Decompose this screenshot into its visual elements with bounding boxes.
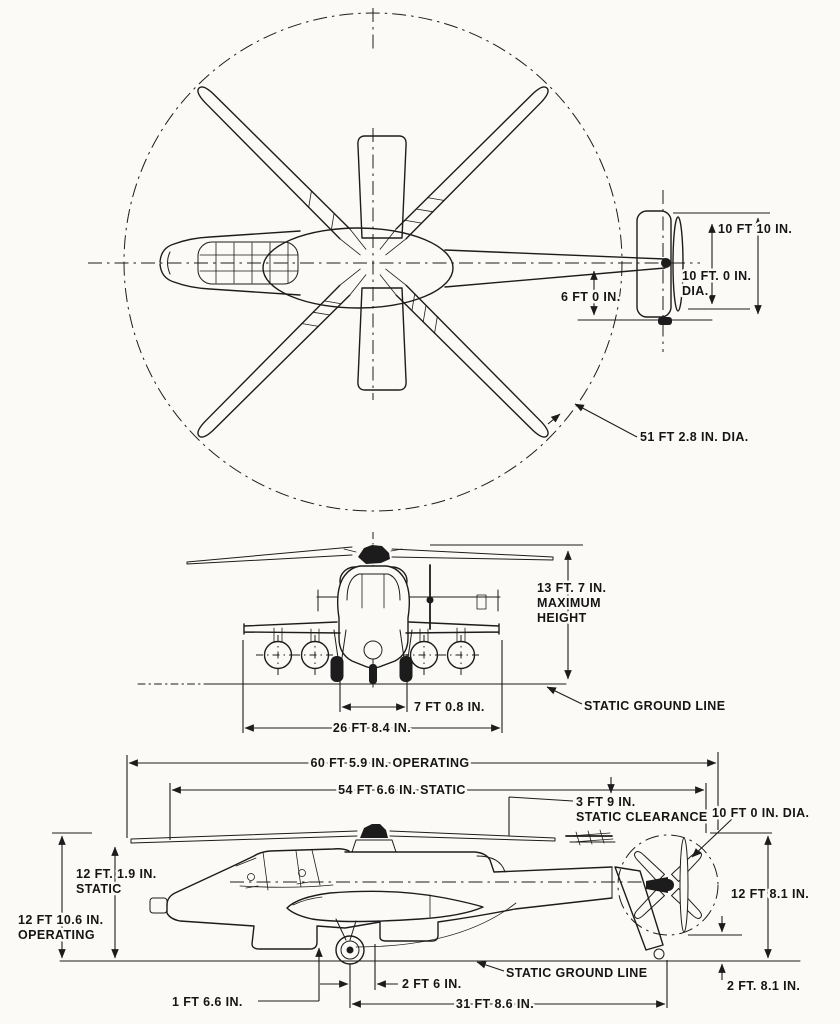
- tail-boom: [444, 249, 666, 288]
- dim-length-static: 54 FT 6.6 IN. STATIC: [338, 783, 466, 797]
- ground-line-label-side: STATIC GROUND LINE: [506, 966, 647, 980]
- wing-planform: [262, 227, 454, 309]
- tail-side: [565, 834, 719, 960]
- dim-height-operating-2: OPERATING: [18, 928, 95, 942]
- fuselage-front: [336, 565, 411, 669]
- dim-main-rotor-dia: 51 FT 2.8 IN. DIA.: [640, 430, 749, 444]
- dim-max-height-2: MAXIMUM: [537, 596, 601, 610]
- dim-pusher-dia-2: DIA.: [682, 284, 709, 298]
- tail-wheel: [653, 948, 665, 960]
- rotor-blade-side: [130, 829, 614, 846]
- rotor-hub-side: [360, 824, 388, 838]
- top-view-dimensions: 10 FT 10 IN. 10 FT. 0 IN. DIA. 6 FT 0 IN…: [547, 212, 794, 447]
- ventral-fin: [614, 866, 664, 951]
- prop-hub: [661, 258, 671, 268]
- main-rotor-blades: [197, 86, 549, 438]
- prop-spinner: [646, 877, 668, 893]
- gunner-figure: [298, 869, 306, 877]
- pusher-prop-edge: [672, 216, 684, 312]
- dim-static-clearance-1: 3 FT 9 IN.: [576, 795, 636, 809]
- rotor-pylon-side: [351, 839, 397, 853]
- tail-plan: [577, 210, 713, 325]
- dim-tail-offset: 6 FT 0 IN.: [561, 290, 621, 304]
- rotor-hub-front: [358, 545, 390, 564]
- upper-paddle-blade: [357, 135, 407, 239]
- dim-gear-to-cg: 2 FT 6 IN.: [402, 977, 462, 991]
- pilot-figure: [247, 873, 255, 881]
- front-view-dimensions: 13 FT. 7 IN. MAXIMUM HEIGHT STATIC GROUN…: [242, 550, 728, 738]
- stabilizer-endplates: [317, 589, 499, 612]
- stabilizer-plan: [636, 210, 672, 318]
- dim-gear-track: 7 FT 0.8 IN.: [414, 700, 485, 714]
- dim-max-height-3: HEIGHT: [537, 611, 587, 625]
- dim-height-operating-1: 12 FT 10.6 IN.: [18, 913, 104, 927]
- tail-wheel-plan: [658, 317, 672, 325]
- pusher-prop-side: [679, 837, 689, 933]
- side-view-dimensions: 60 FT 5.9 IN. OPERATING 54 FT 6.6 IN. ST…: [16, 752, 812, 1014]
- dim-length-operating: 60 FT 5.9 IN. OPERATING: [311, 756, 470, 770]
- dim-belly-clearance: 1 FT 6.6 IN.: [172, 995, 243, 1009]
- nose-sensor: [149, 897, 168, 914]
- front-view: 13 FT. 7 IN. MAXIMUM HEIGHT STATIC GROUN…: [137, 532, 728, 738]
- dim-tail-height: 12 FT 8.1 IN.: [731, 887, 809, 901]
- dim-pusher-dia-1: 10 FT. 0 IN.: [682, 269, 751, 283]
- rotor-blade-right: [391, 548, 554, 561]
- dim-tail-clearance: 2 FT. 8.1 IN.: [727, 979, 800, 993]
- lower-paddle-blade: [357, 287, 407, 391]
- wings-front: [243, 621, 500, 635]
- dim-span: 26 FT 8.4 IN.: [333, 721, 411, 735]
- dim-max-height-1: 13 FT. 7 IN.: [537, 581, 606, 595]
- dim-height-static-2: STATIC: [76, 882, 122, 896]
- cockpit-outline: [197, 241, 299, 285]
- canopy-glass-front: [346, 573, 401, 601]
- dim-tail-rotor-dia: 10 FT 0 IN. DIA.: [712, 806, 809, 820]
- ground-line-label-front: STATIC GROUND LINE: [584, 699, 725, 713]
- fuselage-side: [149, 848, 613, 950]
- dim-tail-span: 10 FT 10 IN.: [718, 222, 792, 236]
- rotor-blade-left: [186, 546, 353, 565]
- dim-wheelbase: 31 FT 8.6 IN.: [456, 997, 534, 1011]
- top-view: 10 FT 10 IN. 10 FT. 0 IN. DIA. 6 FT 0 IN…: [88, 8, 794, 512]
- weapon-pods-front: [256, 635, 483, 675]
- side-view: 60 FT 5.9 IN. OPERATING 54 FT 6.6 IN. ST…: [16, 752, 812, 1014]
- dim-static-clearance-2: STATIC CLEARANCE: [576, 810, 708, 824]
- tail-rotor-disc: [617, 834, 719, 936]
- landing-gear-side: [335, 902, 517, 965]
- wing-side: [286, 890, 484, 923]
- fuselage-plan: [159, 227, 666, 309]
- dim-height-static-1: 12 FT. 1.9 IN.: [76, 867, 157, 881]
